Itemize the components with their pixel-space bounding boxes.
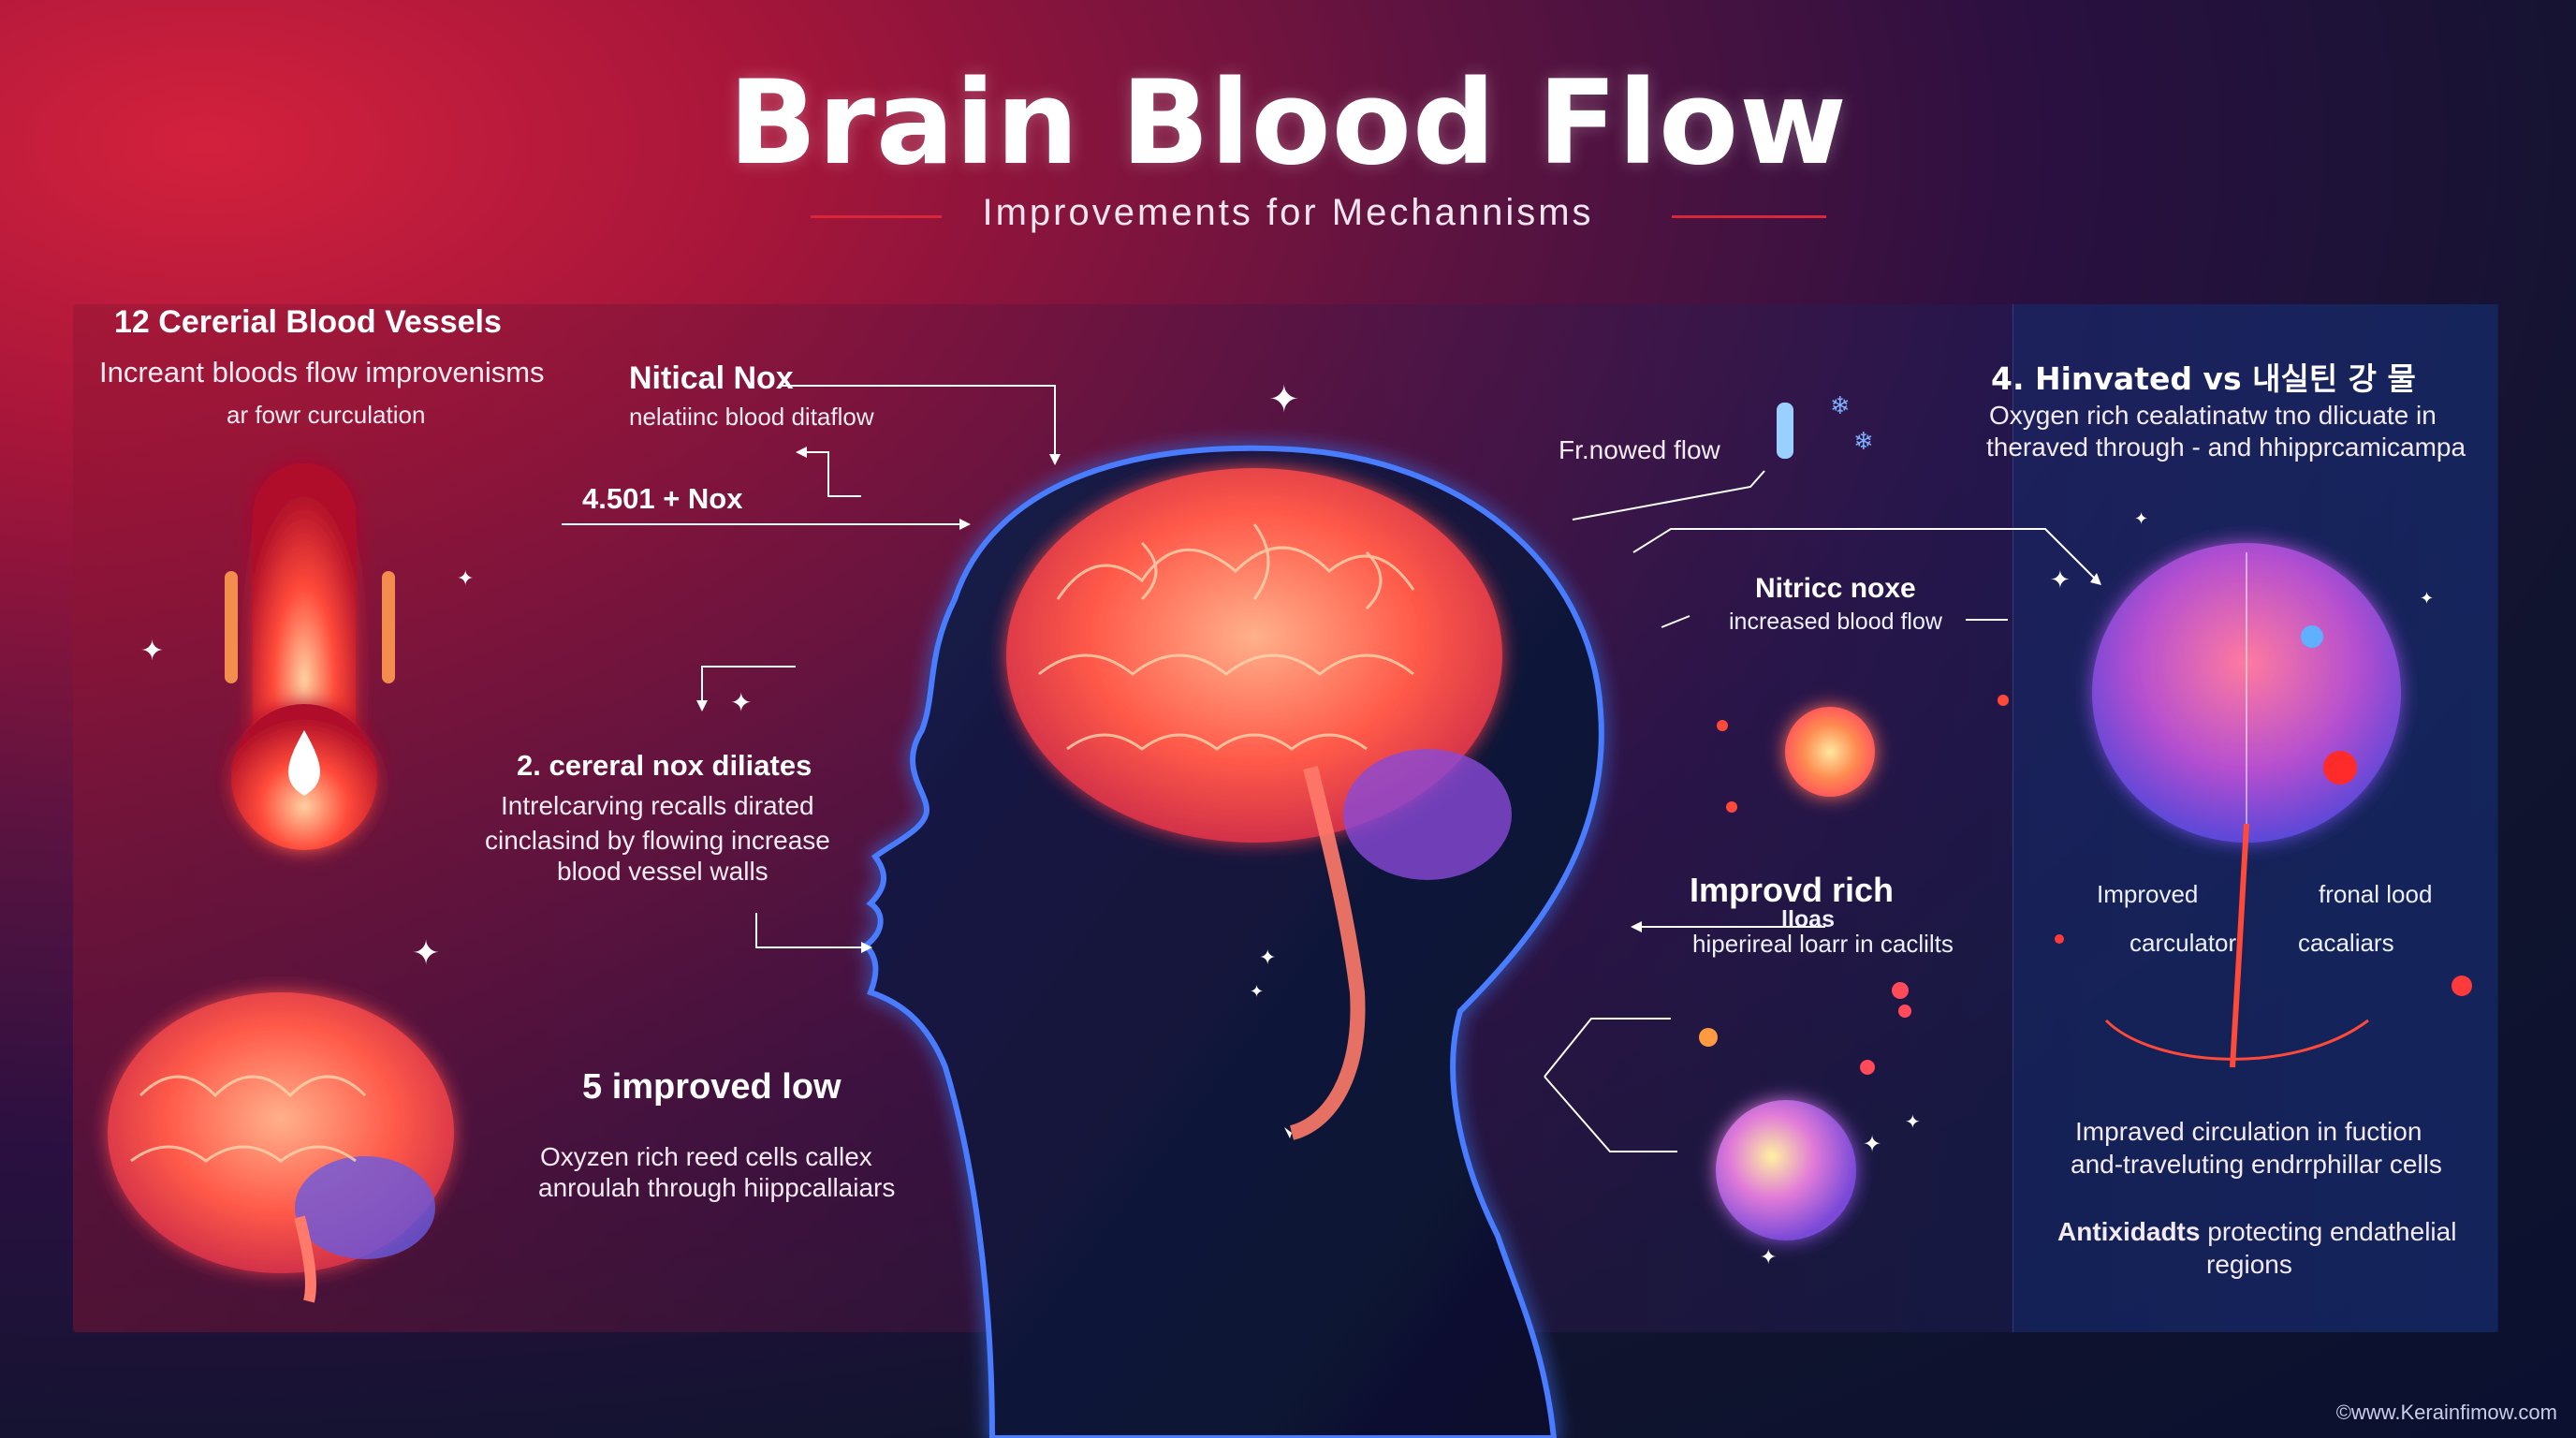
item5-line2: anroulah through hiippcallaiars: [538, 1173, 896, 1202]
nitical-title: Nitical Nox: [629, 360, 794, 396]
svg-text:✦: ✦: [457, 566, 474, 590]
right-line1: Oxygen rich cealatinatw tno dlicuate in: [1989, 401, 2437, 430]
left-heading: 12 Cererial Blood Vessels: [114, 304, 502, 340]
svg-text:✦: ✦: [1268, 379, 1300, 420]
antioxidants-line1: Antixidadts protecting endathelial: [2057, 1217, 2456, 1247]
improvd-title: Improvd rich: [1690, 871, 1895, 909]
nitric-title: Nitricc noxe: [1755, 573, 1916, 604]
subtitle-rule-right: [1672, 215, 1826, 218]
antioxidants-rest: protecting endathelial: [2200, 1217, 2457, 1246]
label-calculator: carculator: [2130, 929, 2237, 957]
improved-line2: and-traveluting endrrphillar cells: [2071, 1150, 2442, 1179]
nox-value: 4.501 + Nox: [582, 482, 743, 515]
improved-line1: Impraved circulation in fuction: [2075, 1117, 2422, 1146]
item2-line3: blood vessel walls: [557, 857, 768, 886]
cell-orb: [1716, 1100, 1856, 1240]
page-subtitle: Improvements for Mechannisms: [982, 192, 1594, 233]
label-cacaliars: cacaliars: [2298, 929, 2394, 957]
sparkles: ✦ ✦ ✦ ✦ ✦ ✦ ✦ ✦ ✦ ✦ ✦ ✦ ✦: [140, 379, 2434, 1269]
label-fronal: fronal lood: [2319, 880, 2433, 908]
svg-text:✦: ✦: [730, 688, 752, 717]
page-title: Brain Blood Flow: [728, 56, 1848, 191]
svg-text:✦: ✦: [140, 636, 164, 667]
flow-orb: [1785, 707, 1875, 797]
svg-text:✦: ✦: [1760, 1245, 1777, 1269]
central-brain: [1006, 468, 1502, 843]
svg-text:✦: ✦: [2420, 589, 2434, 608]
connector-lines: [562, 385, 2098, 1152]
antioxidants-line2: regions: [2206, 1250, 2292, 1279]
nitric-subtitle: increased blood flow: [1729, 609, 1942, 635]
item2-line1: Intrelcarving recalls dirated: [501, 791, 814, 820]
credit-link[interactable]: ©www.Kerainfimow.com: [2335, 1401, 2557, 1424]
left-line1: Increant bloods flow improvenisms: [99, 356, 545, 389]
antioxidants-bold: Antixidadts: [2057, 1217, 2201, 1246]
right-heading: 4. Hinvated vs 내실틴 강 물: [1991, 360, 2416, 397]
improvd-sub2: hiperireal loarr in caclilts: [1692, 930, 1954, 958]
svg-text:✦: ✦: [412, 933, 440, 972]
svg-text:✦: ✦: [1250, 982, 1264, 1001]
item2-title: 2. cereral nox diliates: [517, 749, 812, 782]
svg-text:✦: ✦: [1863, 1132, 1881, 1157]
svg-text:✦: ✦: [1259, 946, 1276, 969]
svg-text:✦: ✦: [1905, 1112, 1921, 1133]
cerebellum: [1343, 749, 1512, 880]
right-line2: theraved through - and hhipprcamicampa: [1986, 433, 2466, 462]
item5-line1: Oxyzen rich reed cells callex: [540, 1142, 872, 1171]
nitical-subtitle: nelatiinc blood ditaflow: [629, 403, 874, 431]
svg-text:✦: ✦: [2134, 509, 2148, 528]
item2-line2: cinclasind by flowing increase: [485, 826, 830, 855]
blood-tube: [253, 463, 356, 772]
improvd-sub1: lloas: [1781, 906, 1835, 932]
svg-text:❄: ❄: [1853, 427, 1874, 455]
frnowed-flow-label: Fr.nowed flow: [1559, 435, 1720, 464]
item5-title: 5 improved low: [582, 1067, 842, 1107]
subtitle-rule-left: [811, 215, 942, 218]
brainstem: [1289, 766, 1366, 1140]
left-line2: ar fowr curculation: [227, 401, 426, 429]
svg-text:✦: ✦: [2050, 565, 2071, 594]
vial-icon: [1777, 403, 1793, 459]
label-improved: Improved: [2097, 880, 2199, 908]
svg-text:❄: ❄: [1830, 391, 1851, 419]
